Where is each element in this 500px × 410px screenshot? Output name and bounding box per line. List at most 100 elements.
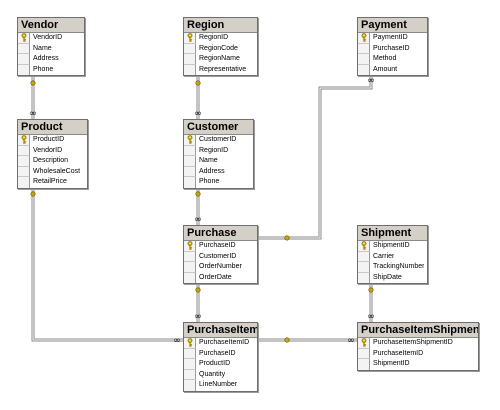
field-name: RegionID <box>199 34 229 41</box>
field-name: CustomerID <box>199 252 237 260</box>
relationship-line-inner <box>32 188 183 341</box>
field-row[interactable]: RegionID <box>184 145 253 156</box>
field-row[interactable]: ProductID <box>184 359 257 370</box>
field-row[interactable]: CustomerID <box>184 135 253 146</box>
field-row[interactable]: Quantity <box>184 369 257 380</box>
relationship-one-end-key-icon <box>195 191 201 197</box>
row-selector <box>184 251 196 262</box>
relationship-line-inner <box>258 77 372 239</box>
field-name: CustomerID <box>199 136 237 143</box>
field-row[interactable]: Address <box>184 166 253 177</box>
field-row[interactable]: Phone <box>18 64 84 75</box>
primary-key-icon <box>361 338 366 347</box>
field-row[interactable]: OrderNumber <box>184 262 257 273</box>
field-row[interactable]: Method <box>358 54 427 65</box>
table-title: PurchaseItemShipment <box>358 323 478 338</box>
field-name: Name <box>199 157 218 164</box>
field-name: RegionCode <box>199 44 238 52</box>
field-name: Method <box>373 55 397 62</box>
row-selector <box>18 64 30 75</box>
field-row[interactable]: VendorID <box>18 145 87 156</box>
field-row[interactable]: Name <box>18 43 84 54</box>
field-row[interactable]: Name <box>184 156 253 167</box>
field-name: Phone <box>199 178 220 185</box>
field-name: PurchaseItemID <box>373 349 424 357</box>
relationship-one-end-key-icon <box>30 191 36 197</box>
row-selector <box>358 43 370 54</box>
field-row[interactable]: Carrier <box>358 251 427 262</box>
field-name: WholesaleCost <box>33 167 81 175</box>
primary-key-icon <box>21 135 26 144</box>
table-title: Payment <box>358 18 427 33</box>
table-title: Product <box>18 120 87 135</box>
field-name: ShipmentID <box>373 360 410 367</box>
relationship-line-purchase-payment[interactable] <box>258 77 373 240</box>
row-selector <box>184 145 196 156</box>
field-row[interactable]: PurchaseItemShipmentID <box>358 338 478 349</box>
relationship-one-end-key-icon <box>195 287 201 293</box>
row-selector <box>358 338 370 349</box>
field-row[interactable]: PurchaseID <box>184 241 257 252</box>
field-name: VendorID <box>33 34 63 41</box>
field-row[interactable]: RetailPrice <box>18 177 87 188</box>
field-row[interactable]: OrderDate <box>184 272 257 283</box>
row-selector <box>18 33 30 44</box>
field-row[interactable]: VendorID <box>18 33 84 44</box>
field-row[interactable]: RegionCode <box>184 43 257 54</box>
field-row[interactable]: PurchaseID <box>184 348 257 359</box>
field-row[interactable]: ProductID <box>18 135 87 146</box>
relationship-many-end-infinity-icon: ∞ <box>194 215 202 225</box>
row-selector <box>18 145 30 156</box>
field-row[interactable]: LineNumber <box>184 380 257 391</box>
field-row[interactable]: Phone <box>184 177 253 188</box>
field-row[interactable]: ShipmentID <box>358 241 427 252</box>
field-name: Address <box>33 55 59 62</box>
field-row[interactable]: RegionID <box>184 33 257 44</box>
field-row[interactable]: Representative <box>184 64 257 75</box>
field-row[interactable]: Description <box>18 156 87 167</box>
field-name: ProductID <box>33 136 65 143</box>
field-name: Quantity <box>199 370 226 378</box>
table-title: Customer <box>184 120 253 135</box>
field-name: VendorID <box>33 146 63 154</box>
field-row[interactable]: WholesaleCost <box>18 166 87 177</box>
field-row[interactable]: PaymentID <box>358 33 427 44</box>
row-selector <box>18 43 30 54</box>
field-name: Amount <box>373 65 398 73</box>
field-row[interactable]: PurchaseItemID <box>184 338 257 349</box>
field-row[interactable]: CustomerID <box>184 251 257 262</box>
field-row[interactable]: RegionName <box>184 54 257 65</box>
field-row[interactable]: Address <box>18 54 84 65</box>
field-name: ProductID <box>199 360 231 367</box>
field-row[interactable]: ShipmentID <box>358 359 478 370</box>
field-row[interactable]: Amount <box>358 64 427 75</box>
relationship-many-end-infinity-icon: ∞ <box>173 336 181 346</box>
field-name: PurchaseItemID <box>199 339 250 346</box>
row-selector <box>184 156 196 167</box>
field-row[interactable]: PurchaseID <box>358 43 427 54</box>
row-selector <box>358 348 370 359</box>
field-row[interactable]: PurchaseItemID <box>358 348 478 359</box>
row-selector <box>184 369 196 380</box>
primary-key-icon <box>21 33 26 42</box>
relationship-line-product-purchaseitem[interactable] <box>31 188 183 342</box>
field-row[interactable]: ShipDate <box>358 272 427 283</box>
row-selector <box>184 380 196 391</box>
field-name: OrderNumber <box>199 263 242 270</box>
field-row[interactable]: TrackingNumber <box>358 262 427 273</box>
